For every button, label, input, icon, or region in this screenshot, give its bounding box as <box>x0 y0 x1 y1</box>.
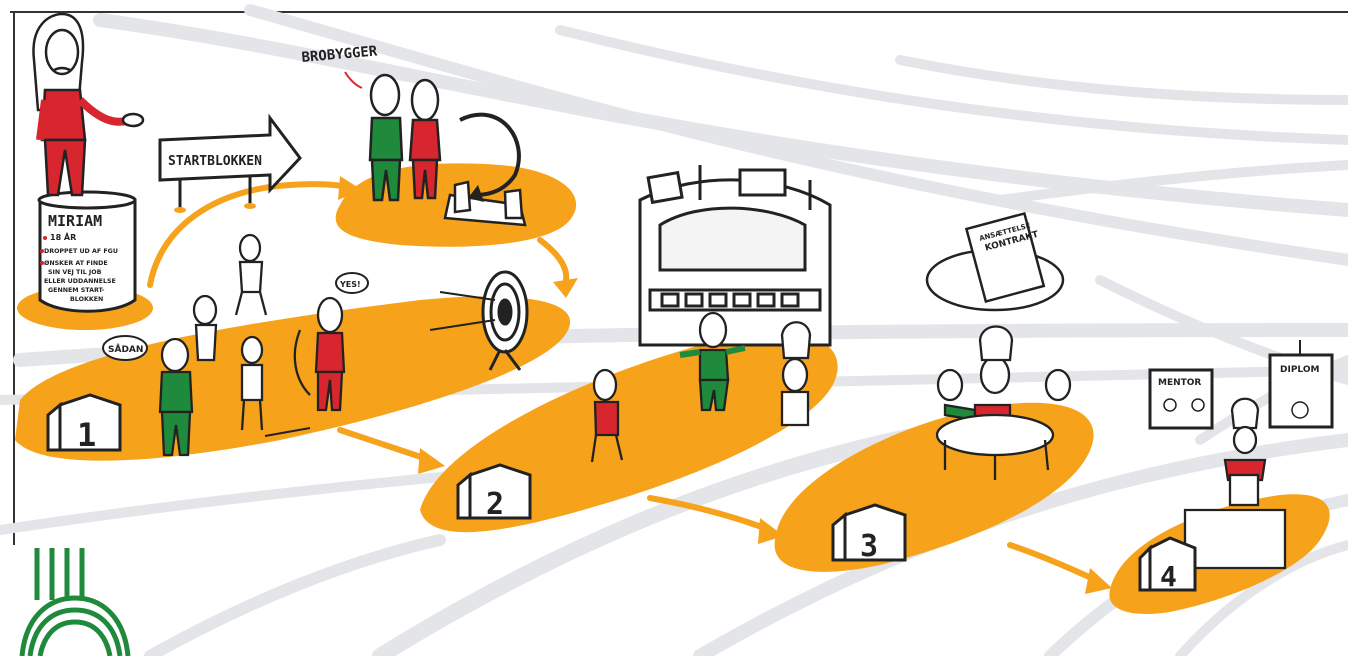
step-blocks: 1 2 3 4 <box>46 393 1197 593</box>
startblokken-label: STARTBLOKKEN <box>168 154 262 169</box>
platform-step-1 <box>15 296 571 461</box>
stadium-icon <box>638 165 832 347</box>
step-number-3: 3 <box>860 529 878 564</box>
step-number-4: 4 <box>1160 560 1177 593</box>
archery-target-icon <box>429 270 529 371</box>
arrow-line <box>264 427 311 437</box>
diplom-label: DIPLOM <box>1280 365 1319 375</box>
startblokken-sign: STARTBLOKKEN <box>158 113 302 213</box>
arrow-heads <box>338 176 1112 594</box>
step3-people <box>935 325 1072 480</box>
diplom-frame: DIPLOM <box>1268 340 1334 429</box>
step-block-4: 4 <box>1138 536 1197 593</box>
pedestal-line-1: DROPPET UD AF FGU <box>44 248 118 255</box>
green-arches-logo <box>19 548 131 656</box>
sadan-bubble: SÅDAN <box>108 344 143 355</box>
curved-arrow <box>459 112 521 197</box>
pedestal-line-6: BLOKKEN <box>70 296 103 303</box>
step-block-2: 2 <box>456 463 532 522</box>
brobygger-pair <box>368 73 442 202</box>
brobygger-label: BROBYGGER <box>301 43 379 66</box>
step-number-2: 2 <box>486 487 504 522</box>
pedestal-line-3: SIN VEJ TIL JOB <box>48 269 102 276</box>
pedestal-line-4: ELLER UDDANNELSE <box>44 278 116 285</box>
yes-bubble: YES! <box>339 280 361 289</box>
pedestal-line-2: ØNSKER AT FINDE <box>44 259 108 267</box>
step1-people <box>158 233 346 457</box>
mentor-frame: MENTOR <box>1148 368 1214 430</box>
step-number-1: 1 <box>77 416 96 454</box>
pedestal-name: MIRIAM <box>48 212 102 230</box>
step2-people <box>590 311 812 463</box>
brobygger-arrow <box>344 71 363 89</box>
pedestal-line-5: GENNEM START- <box>48 287 105 294</box>
pedestal-age: 18 ÅR <box>50 232 76 242</box>
contract-scene: ANSÆTTELSE KONTRAKT <box>925 211 1065 312</box>
step4-chef <box>1183 397 1287 570</box>
speech-bubbles: SÅDAN YES! <box>102 272 369 361</box>
miriam-pedestal: MIRIAM 18 ÅR DROPPET UD AF FGU ØNSKER AT… <box>37 190 137 313</box>
miriam-figure <box>32 12 145 197</box>
mentor-label: MENTOR <box>1158 378 1201 388</box>
step-block-1: 1 <box>46 393 122 454</box>
starting-block-icon <box>443 180 527 227</box>
step-block-3: 3 <box>831 503 907 564</box>
